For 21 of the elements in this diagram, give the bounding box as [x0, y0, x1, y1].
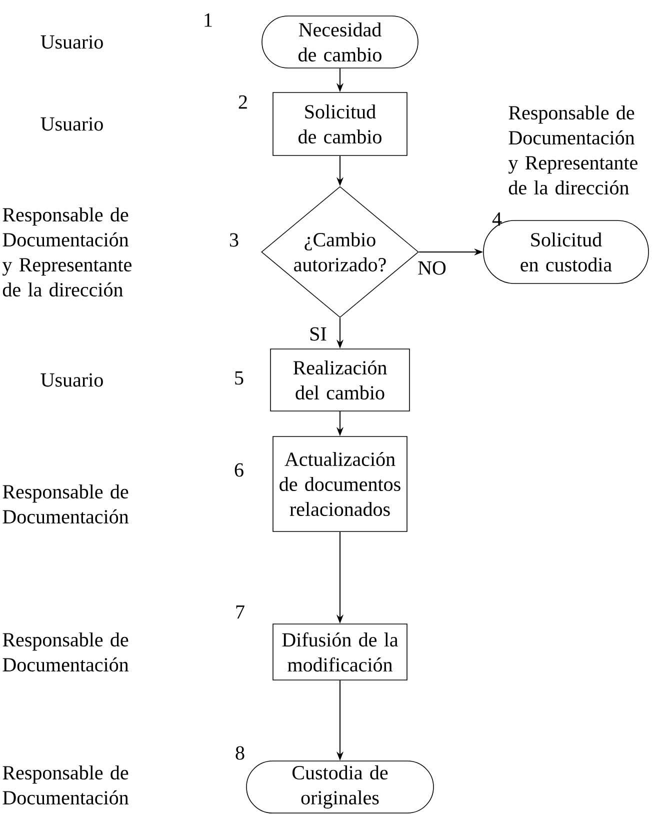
step-number: 2	[238, 95, 247, 109]
role-label: Responsable de Documentación	[2, 484, 129, 524]
role-label: Responsable de Documentación	[2, 765, 129, 805]
step-number: 5	[235, 371, 244, 385]
role-label: Responsable de Documentación y Representante de la dirección	[2, 207, 132, 297]
role-label: Usuario	[40, 373, 103, 387]
role-label: Usuario	[40, 117, 103, 131]
step-number: 7	[236, 605, 244, 619]
edge-label: SI	[308, 326, 328, 342]
role-label: Usuario	[40, 35, 103, 49]
role-label: Responsable de Documentación	[2, 632, 129, 672]
role-label: Responsable de Documentación y Representante de la dirección	[508, 105, 638, 195]
process-box: Realización del cambio	[270, 348, 410, 412]
step-number: 3	[230, 233, 238, 247]
process-box: Actualización de documentos relacionados	[272, 436, 408, 532]
step-number: 8	[236, 746, 244, 760]
step-number: 6	[234, 463, 244, 477]
edge-label: NO	[416, 260, 448, 276]
process-box: Solicitud de cambio	[272, 92, 408, 156]
step-number: 1	[204, 13, 212, 27]
process-box: Difusión de la modificación	[272, 624, 408, 680]
